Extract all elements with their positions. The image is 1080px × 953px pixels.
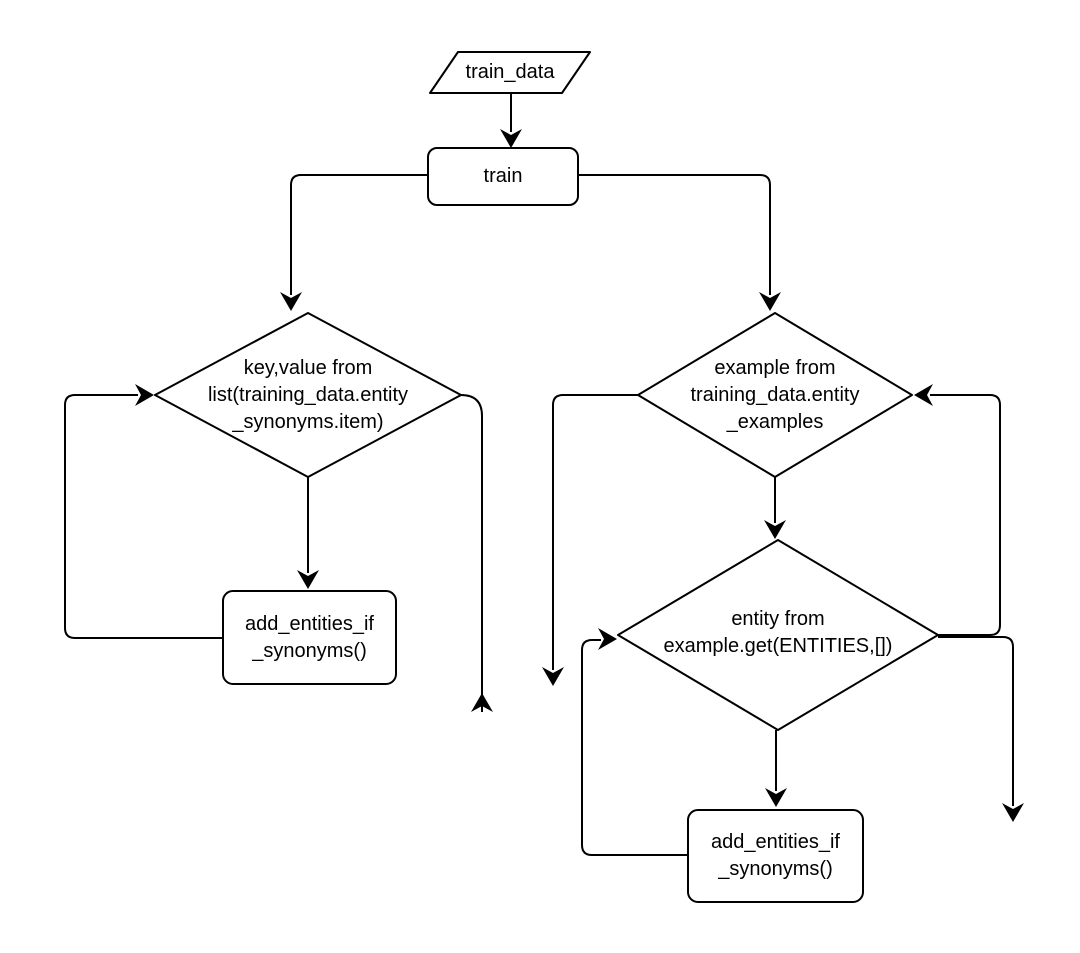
arrow-down-into-body-synonyms (297, 570, 319, 589)
loop-synonyms-line-3: _synonyms.item) (232, 410, 384, 433)
loop-synonyms-line-1: key,value from (243, 356, 373, 379)
edge-body-entities-loopback (581, 639, 688, 856)
arrow-left-into-loop-examples (914, 384, 933, 406)
node-loop-examples: example from training_data.entity _examp… (655, 352, 895, 438)
body-entities-line-1: add_entities_if (711, 831, 840, 853)
shapes (154, 51, 939, 903)
edge-loop-entities-exit (938, 636, 1014, 806)
arrow-down-end-right (1002, 803, 1024, 822)
edge-loop-entities-loop-examples (930, 394, 1001, 636)
arrow-down-end-center (542, 667, 564, 686)
arrow-right-into-loop-entities (598, 628, 617, 650)
edge-train-loop-examples (578, 174, 771, 295)
node-loop-synonyms: key,value from list(training_data.entity… (178, 352, 438, 438)
edge-body-synonyms-loopback (64, 394, 223, 639)
body-entities-line-2: _synonyms() (718, 858, 833, 880)
loop-entities-line-2: example.get(ENTITIES,[]) (663, 635, 893, 657)
arrow-down-into-body-entities (765, 788, 787, 807)
loop-examples-line-1: example from (714, 356, 836, 379)
edge-loop-examples-exit (552, 394, 638, 670)
train-data-parallelogram (429, 51, 591, 94)
arrow-down-into-loop-synonyms (280, 292, 302, 311)
arrow-down-into-loop-examples (759, 292, 781, 311)
edge-loop-synonyms-exit (460, 394, 483, 712)
node-body-synonyms: add_entities_if _synonyms() (223, 591, 396, 684)
loop-examples-line-3: _examples (726, 410, 824, 433)
loop-entities-line-1: entity from (731, 608, 825, 630)
arrowheads (135, 129, 1024, 822)
node-body-entities: add_entities_if _synonyms() (688, 810, 863, 902)
node-loop-entities: entity from example.get(ENTITIES,[]) (618, 602, 938, 664)
train-data-label: train_data (465, 61, 555, 83)
loop-entities-diamond (617, 539, 939, 731)
loop-synonyms-line-2: list(training_data.entity (207, 383, 409, 406)
arrow-up-end-left (471, 693, 493, 712)
arrow-right-into-loop-synonyms (135, 384, 154, 406)
train-rect (427, 147, 579, 206)
body-synonyms-line-1: add_entities_if (245, 612, 374, 635)
arrow-down-into-loop-entities (764, 520, 786, 539)
loop-examples-line-2: training_data.entity (690, 383, 860, 406)
node-train-data: train_data (430, 52, 590, 93)
edge-train-loop-synonyms (290, 174, 428, 295)
arrow-down-into-train (500, 129, 522, 148)
body-synonyms-line-2: _synonyms() (252, 639, 367, 662)
connectors (64, 93, 1014, 856)
node-train: train (428, 148, 578, 205)
train-label: train (483, 165, 523, 187)
